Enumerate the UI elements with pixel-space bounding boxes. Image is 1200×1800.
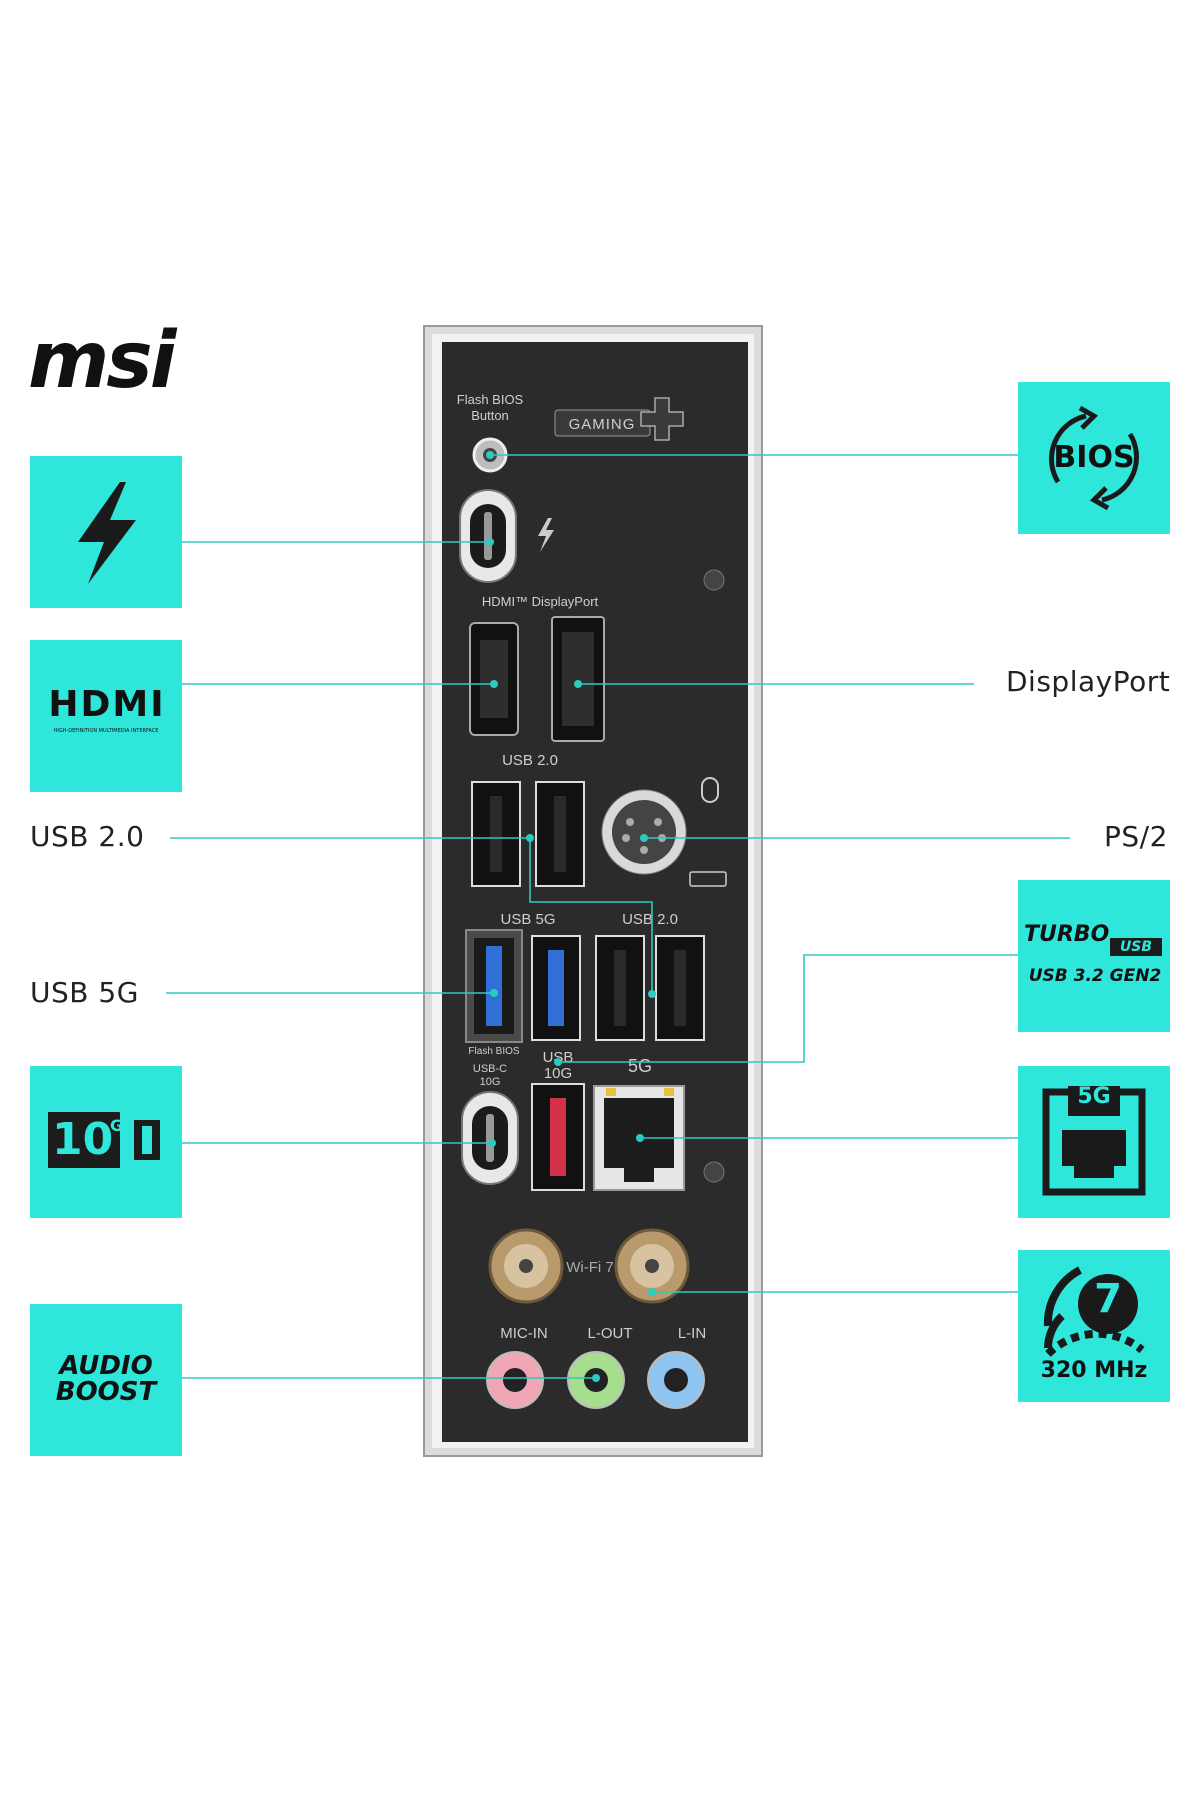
mic-in-label: MIC-IN <box>500 1325 548 1342</box>
bios-feature-tile: BIOS <box>1018 382 1170 534</box>
audio-boost-line2: BOOST <box>55 1377 157 1407</box>
usb20-side-label: USB 2.0 <box>30 820 145 853</box>
l-out-label: L-OUT <box>588 1325 633 1342</box>
mouse-icon <box>701 777 719 803</box>
usb10g-badge <box>48 1112 120 1168</box>
usb10g-feature-tile: 10 G <box>30 1066 182 1218</box>
flash-bios-small-label: Flash BIOS <box>468 1046 519 1057</box>
flash-bios-button-label-line1: Flash BIOS <box>457 392 524 407</box>
turbo-text: TURBO <box>1024 922 1110 947</box>
lan-5g-feature-tile: 5G <box>1018 1066 1170 1218</box>
thunderbolt-feature-tile <box>30 456 182 608</box>
usbc-10g-label-line2: 10G <box>480 1076 501 1088</box>
lan-5g-text: 5G <box>1077 1084 1111 1109</box>
audio-boost-feature-tile: AUDIO BOOST <box>30 1304 182 1456</box>
usbc-10g-label-line1: USB-C <box>473 1063 507 1075</box>
usb5g-side-label: USB 5G <box>30 976 139 1009</box>
wifi-signal-icon <box>1043 1266 1145 1357</box>
l-in-label: L-IN <box>678 1325 706 1342</box>
audio-boost-line1: AUDIO <box>59 1351 153 1381</box>
usb10g-superscript: G <box>110 1116 124 1135</box>
turbo-usb-feature-tile: TURBO USB USB 3.2 GEN2 <box>1018 880 1170 1032</box>
gamepad-cross-icon <box>640 397 684 441</box>
usb10g-number: 10 <box>52 1114 114 1165</box>
wifi7-label: Wi-Fi 7 <box>566 1259 614 1276</box>
refresh-arrows-icon <box>1049 405 1139 511</box>
thunderbolt-icon <box>538 518 554 552</box>
hdmi-logo-text: HDMI <box>48 684 166 725</box>
msi-logo: msi <box>28 316 176 406</box>
keyboard-icon <box>689 871 727 887</box>
ethernet-port-icon <box>1042 1086 1146 1196</box>
usb5g-label: USB 5G <box>500 911 555 928</box>
displayport-side-label: DisplayPort <box>1006 665 1171 698</box>
usb-10g-label-line1: USB <box>543 1049 574 1066</box>
wifi7-feature-tile: 7 320 MHz <box>1018 1250 1170 1402</box>
wifi7-number: 7 <box>1094 1276 1122 1322</box>
usb-10g-label-line2: 10G <box>544 1065 572 1082</box>
hdmi-logo-subtext: HIGH-DEFINITION MULTIMEDIA INTERFACE <box>53 728 159 734</box>
usb32gen2-text: USB 3.2 GEN2 <box>1028 966 1162 986</box>
usb20-mid-label: USB 2.0 <box>622 911 678 928</box>
usb-badge: USB <box>1110 938 1162 956</box>
flash-bios-button-center <box>483 448 497 462</box>
screw-icon <box>703 569 725 591</box>
flash-bios-button-label-line2: Button <box>471 408 509 423</box>
wifi7-bandwidth-text: 320 MHz <box>1040 1358 1148 1383</box>
hdmi-dp-label: HDMI™ DisplayPort <box>482 594 599 609</box>
ps2-side-label: PS/2 <box>1104 820 1168 853</box>
usb20-top-label: USB 2.0 <box>502 752 558 769</box>
lan-5g-label: 5G <box>628 1056 652 1076</box>
hdmi-feature-tile: HDMI HIGH-DEFINITION MULTIMEDIA INTERFAC… <box>30 640 182 792</box>
screw-icon <box>703 1161 725 1183</box>
lightning-bolt-icon <box>78 482 136 584</box>
bios-text: BIOS <box>1053 440 1135 475</box>
gaming-badge-text: GAMING <box>569 416 636 433</box>
